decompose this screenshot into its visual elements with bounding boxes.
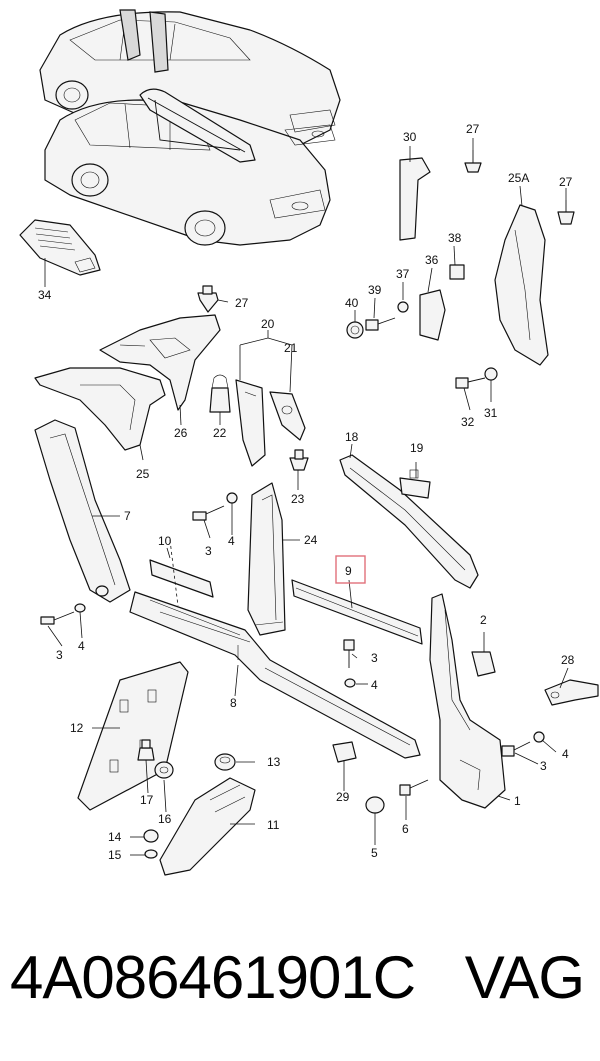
part-15-washer — [144, 849, 158, 859]
callout-27: 27 — [559, 175, 573, 189]
part-6-screw — [399, 779, 429, 796]
parts-diagram: 30 27 25A 27 38 36 37 39 40 32 31 34 27 … — [19, 9, 599, 876]
callout-4: 4 — [562, 747, 569, 761]
part-9-strip — [291, 579, 423, 645]
callout-39: 39 — [368, 283, 382, 297]
part-27-clip-top — [197, 285, 219, 313]
callout-11: 11 — [267, 818, 280, 832]
part-25a-trim — [494, 204, 549, 366]
part-31-washer — [484, 367, 498, 381]
callout-2: 2 — [480, 613, 487, 627]
part-22-clip — [209, 374, 231, 413]
part-30-trim — [399, 157, 431, 241]
callout-32: 32 — [461, 415, 475, 429]
callout-9-highlight-box — [335, 555, 366, 584]
part-19-clip — [399, 469, 431, 499]
callout-20: 20 — [261, 317, 275, 331]
callout-19: 19 — [410, 441, 424, 455]
callout-26: 26 — [174, 426, 188, 440]
part-7-trim — [34, 419, 131, 603]
brand-label: VAG — [464, 944, 585, 1011]
callout-31: 31 — [484, 406, 498, 420]
part-27-clip-right-a — [464, 150, 482, 173]
callout-18: 18 — [345, 430, 359, 444]
part-36-bracket — [419, 289, 446, 341]
part-38-clip — [449, 264, 465, 280]
part-18-strip — [339, 454, 479, 589]
part-26-trim — [99, 314, 221, 411]
callout-25: 25 — [136, 467, 150, 481]
callout-9: 9 — [345, 564, 352, 578]
part-20-21-trims — [235, 379, 306, 467]
part-14-nut — [143, 829, 159, 843]
part-16-clip — [154, 761, 174, 779]
callout-24: 24 — [304, 533, 318, 547]
callout-16: 16 — [158, 812, 172, 826]
callout-37: 37 — [396, 267, 410, 281]
part-37-washer — [397, 301, 409, 313]
part-10-strip — [149, 539, 214, 607]
callout-4: 4 — [78, 639, 85, 653]
footer: 4A086461901C VAG — [0, 935, 600, 1035]
callout-3: 3 — [371, 651, 378, 665]
screw-washer-mid — [192, 492, 238, 521]
callout-10: 10 — [158, 534, 172, 548]
callout-7: 7 — [124, 509, 131, 523]
part-1-trim — [429, 593, 506, 809]
callout-25A: 25A — [508, 171, 529, 185]
callout-23: 23 — [291, 492, 305, 506]
callout-3: 3 — [205, 544, 212, 558]
callout-28: 28 — [561, 653, 575, 667]
callout-6: 6 — [402, 822, 409, 836]
part-23-clip — [289, 449, 309, 471]
part-11-bracket — [159, 777, 256, 876]
part-27-clip-right-b — [557, 200, 575, 225]
callout-13: 13 — [267, 755, 281, 769]
callout-38: 38 — [448, 231, 462, 245]
callout-8: 8 — [230, 696, 237, 710]
callout-14: 14 — [108, 830, 122, 844]
callout-17: 17 — [140, 793, 154, 807]
part-39-screw — [365, 317, 396, 331]
callout-36: 36 — [425, 253, 439, 267]
callout-3: 3 — [540, 759, 547, 773]
callout-4: 4 — [371, 678, 378, 692]
callout-29: 29 — [336, 790, 350, 804]
callout-21: 21 — [284, 341, 298, 355]
callout-27: 27 — [466, 122, 480, 136]
callout-5: 5 — [371, 846, 378, 860]
car-illustration-sedan — [44, 88, 336, 246]
part-12-panel — [77, 661, 189, 811]
part-40-grommet — [346, 321, 364, 339]
part-17-clip — [137, 739, 155, 761]
part-28-bracket — [544, 679, 599, 706]
screw-washer-lower-right — [501, 731, 545, 757]
callout-1: 1 — [514, 794, 521, 808]
callout-12: 12 — [70, 721, 84, 735]
part-2-bracket — [471, 651, 496, 677]
part-32-screw — [455, 377, 486, 389]
part-8-sill — [129, 591, 421, 759]
callout-40: 40 — [345, 296, 359, 310]
callout-3: 3 — [56, 648, 63, 662]
callout-labels: 30 27 25A 27 38 36 37 39 40 32 31 34 27 … — [38, 122, 575, 862]
screw-washer-left — [40, 585, 109, 625]
part-number: 4A086461901C — [10, 944, 416, 1011]
callout-22: 22 — [213, 426, 227, 440]
part-24-trim — [247, 482, 286, 636]
callout-30: 30 — [403, 130, 417, 144]
part-34 — [19, 219, 101, 276]
part-5-clip — [365, 796, 385, 814]
callout-34: 34 — [38, 288, 52, 302]
leader-lines — [44, 138, 569, 856]
screw-washer-right — [343, 639, 356, 688]
callout-27: 27 — [235, 296, 249, 310]
part-13-nut — [214, 753, 236, 771]
callout-15: 15 — [108, 848, 122, 862]
callout-4: 4 — [228, 534, 235, 548]
part-29-clip — [332, 741, 357, 763]
part-25-trim — [34, 367, 166, 451]
